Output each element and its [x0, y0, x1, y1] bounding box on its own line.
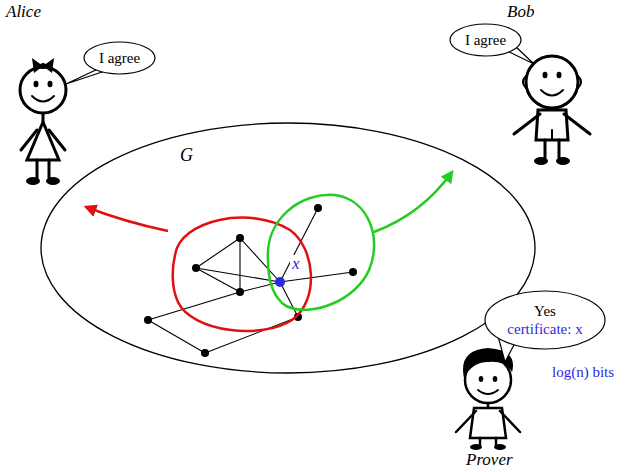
graph-vertices [144, 204, 357, 357]
bob-figure [514, 56, 590, 158]
bubble-outline [484, 290, 606, 350]
graph-outline [41, 123, 535, 373]
bubble-text: certificate: x [507, 320, 582, 338]
graph-name: G [180, 146, 193, 166]
graph-edges [148, 208, 353, 353]
person-name: Prover [466, 451, 513, 470]
bubble-text: Yes [507, 302, 582, 320]
speech-bubble: I agree [449, 23, 522, 57]
alice-arrow [86, 207, 168, 231]
alice-figure [20, 67, 66, 178]
certificate-size: log(n) bits [552, 364, 614, 381]
certificate-vertex [275, 277, 285, 287]
speech-bubble: Yescertificate: x [484, 290, 606, 350]
bob-details [534, 72, 570, 165]
bob-view [268, 195, 374, 310]
speech-bubble: I agree [83, 41, 156, 75]
bubble-text: I agree [465, 31, 506, 49]
person-name: Bob [507, 3, 534, 22]
person-name: Alice [6, 3, 41, 22]
prover-details [463, 348, 513, 450]
alice-details [26, 58, 60, 185]
vertex-name: x [290, 255, 302, 274]
alice-view [173, 218, 311, 331]
bob-arrow [374, 172, 452, 232]
bubble-text: I agree [99, 49, 140, 67]
